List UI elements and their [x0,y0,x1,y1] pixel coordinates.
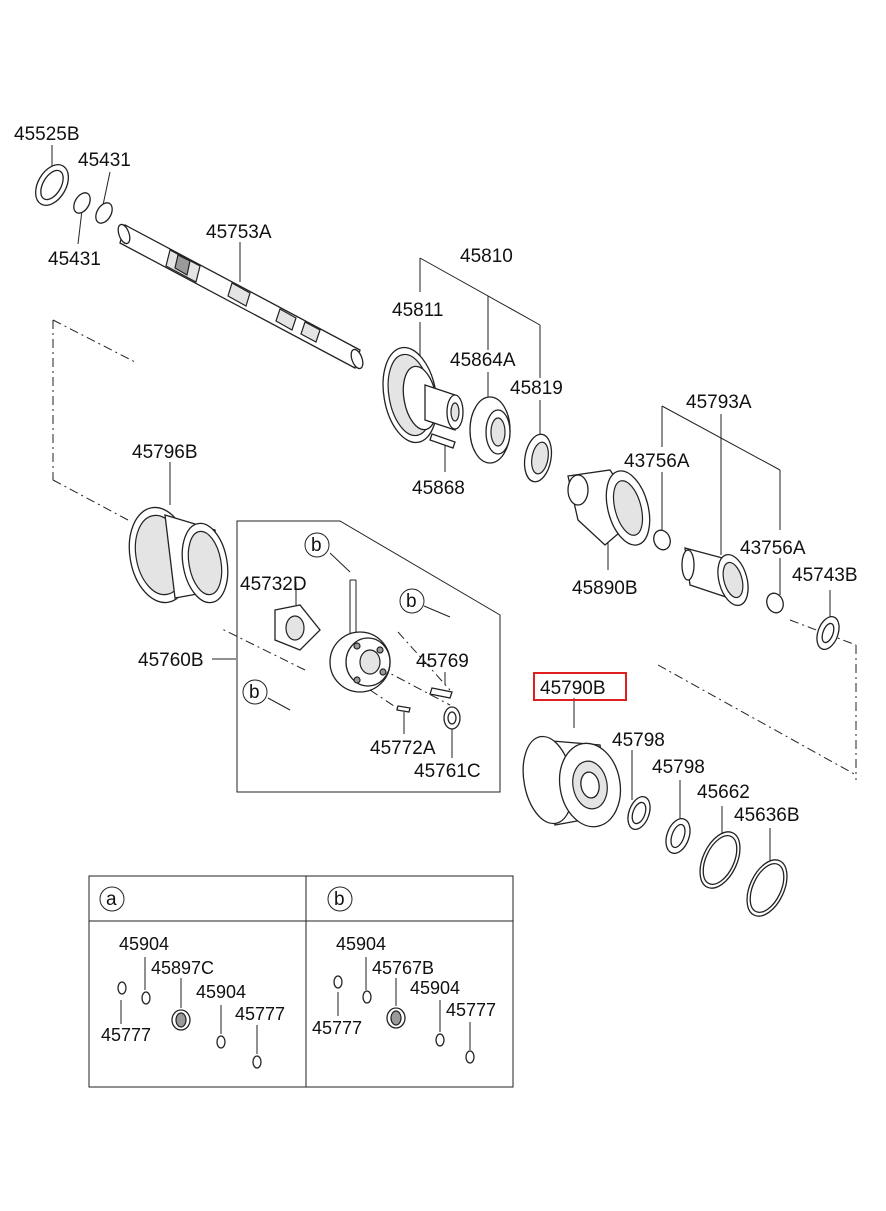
bushing-43756A-bottom [766,592,784,614]
legend-a: a 45904 45897C 45904 45777 45777 [99,886,285,1069]
label-45431-bottom: 45431 [48,249,101,270]
shaft-45753A [117,223,364,370]
ring-45636B [746,859,788,917]
gear-45811 [382,346,464,444]
ring-45431-a [73,192,91,214]
legend-table: a 45904 45897C 45904 45777 45777 b 45904… [88,875,514,1088]
label-45793A: 45793A [686,392,752,413]
legend-a-item: 45904 [119,934,169,954]
label-45732D: 45732D [240,574,307,595]
callout-b-2: b [399,588,451,618]
label-45743B: 45743B [792,565,858,586]
label-45890B: 45890B [572,578,638,599]
legend-b: b 45904 45767B 45904 45777 45777 [312,886,496,1064]
dashed-assembly-lines [52,319,857,780]
washer-45743B [816,616,840,650]
legend-a-item: 45777 [101,1025,151,1045]
callout-b-3: b [242,679,291,711]
label-43756A-bottom: 43756A [740,538,806,559]
legend-b-item: 45777 [446,1000,496,1020]
svg-text:b: b [311,535,322,556]
leader-lines [51,145,831,862]
part-labels: 45525B 45431 45431 45753A 45810 45811 45… [14,124,858,826]
label-45636B: 45636B [734,805,800,826]
legend-b-marker: b [334,889,345,910]
label-45796B: 45796B [132,442,198,463]
callout-b-1: b [304,532,351,573]
pin-45868 [429,433,456,449]
legend-b-item: 45767B [372,958,434,978]
label-45772A: 45772A [370,738,436,759]
ring-45662 [699,831,741,889]
legend-a-item: 45897C [151,958,214,978]
label-45753A: 45753A [206,222,272,243]
label-45819: 45819 [510,378,563,399]
bushing-43756A-top [653,529,671,551]
label-43756A-top: 43756A [624,451,690,472]
ring-45431-b [95,202,113,224]
label-45864A: 45864A [450,350,516,371]
seal-45525B [34,164,70,206]
label-45761C: 45761C [414,761,481,782]
label-45790B: 45790B [540,678,606,699]
carrier-45890B [567,469,651,546]
label-45810: 45810 [460,246,513,267]
legend-b-item: 45904 [410,978,460,998]
svg-text:b: b [406,591,417,612]
label-45798-a: 45798 [612,730,665,751]
legend-a-item: 45904 [196,982,246,1002]
label-45525B: 45525B [14,124,80,145]
drum-45796B [128,506,229,604]
svg-text:b: b [249,682,260,703]
ring-45798-b [665,818,691,854]
ring-45798-a [627,796,651,830]
label-45868: 45868 [412,478,465,499]
legend-a-item: 45777 [235,1004,285,1024]
drum-45790B [522,735,622,828]
label-45769: 45769 [416,651,469,672]
label-45798-b: 45798 [652,757,705,778]
shaft-gear-45793A [681,547,749,607]
label-45811: 45811 [392,300,443,321]
carrier-box-45760B [236,520,501,793]
bearing-45819 [523,433,553,483]
label-45760B: 45760B [138,650,204,671]
legend-b-item: 45777 [312,1018,362,1038]
legend-a-marker: a [106,889,117,910]
label-45431-top: 45431 [78,150,131,171]
housing-45864A [469,396,511,464]
legend-b-item: 45904 [336,934,386,954]
highlight-box-45790B [533,672,627,701]
label-45662: 45662 [697,782,750,803]
